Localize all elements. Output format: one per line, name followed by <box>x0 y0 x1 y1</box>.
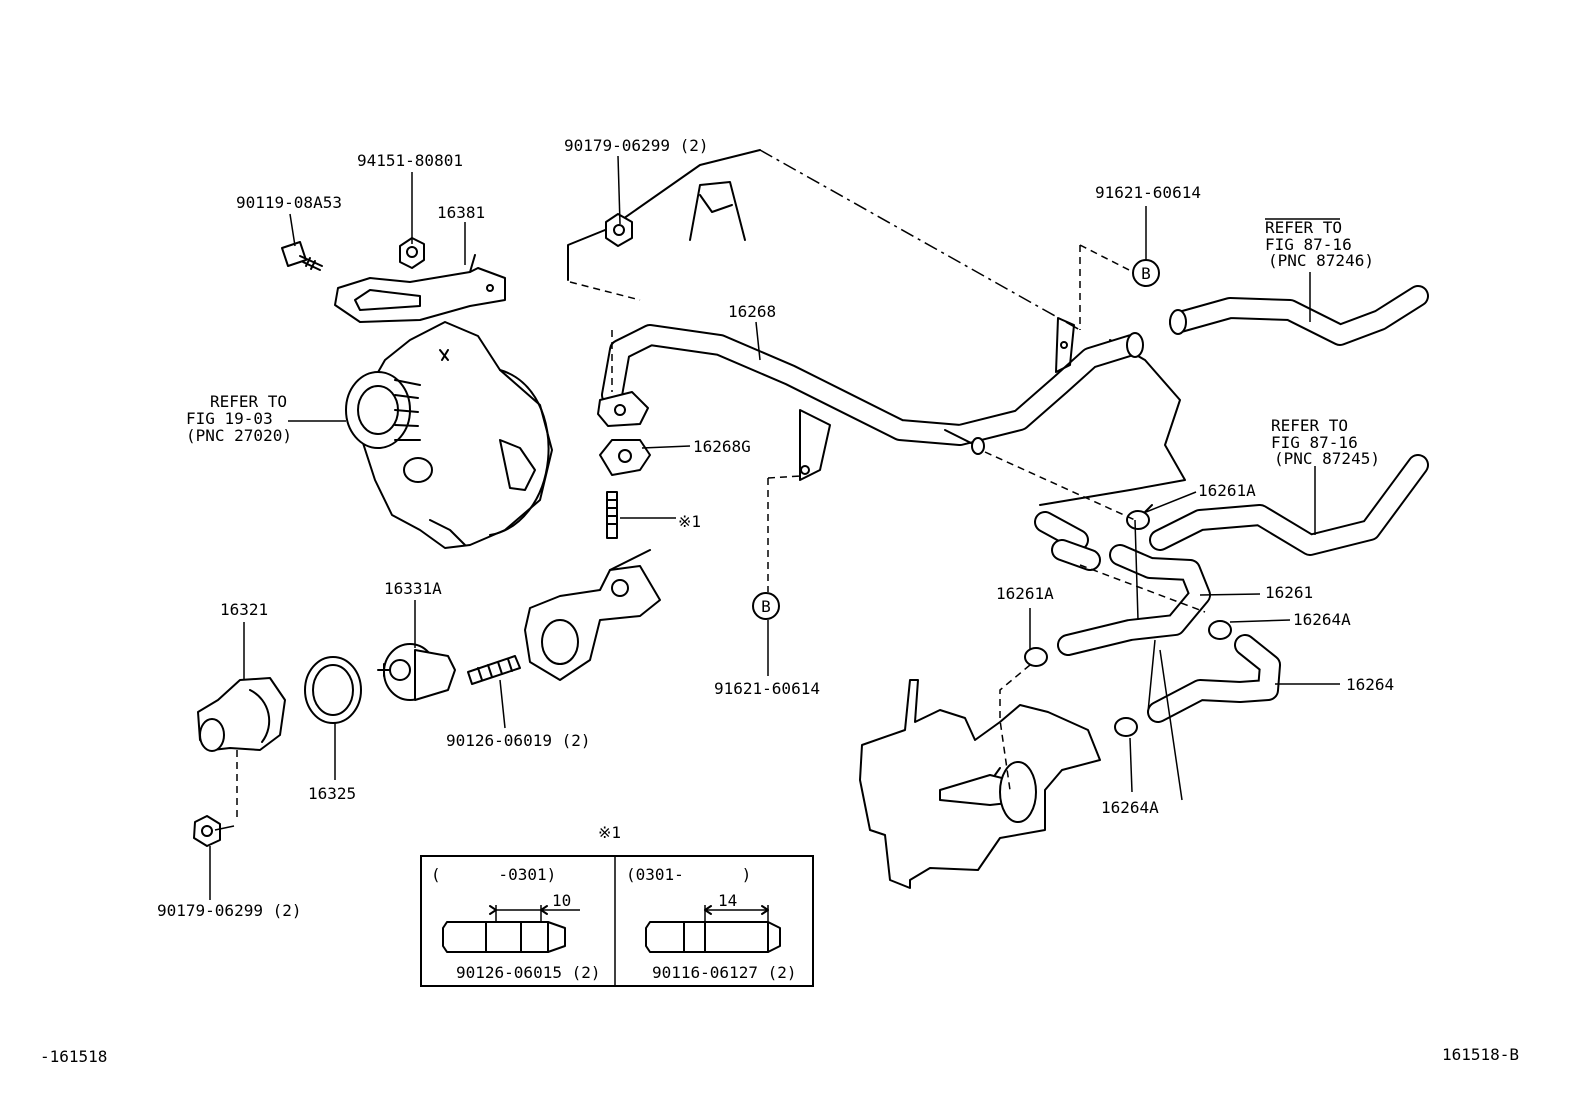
ref-hose-mid-line3: (PNC 87245) <box>1274 449 1380 468</box>
label-90179-06299-top: 90179-06299 (2) <box>564 136 709 155</box>
label-91621-60614-bottom: 91621-60614 <box>714 679 820 698</box>
ref-hose-top-line3: (PNC 87246) <box>1268 251 1374 270</box>
clamp-16261A-top <box>1126 504 1153 530</box>
ref-hose-mid-line2: FIG 87-16 <box>1271 433 1358 452</box>
note-box-right-range: (0301- ) <box>626 865 751 884</box>
footer-left-code: -161518 <box>40 1047 107 1066</box>
ref-hose-top-line1: REFER TO <box>1265 218 1342 237</box>
marker-b-top-label: B <box>1141 264 1151 283</box>
pipe-16268 <box>597 317 1144 481</box>
label-91621-60614-top: 91621-60614 <box>1095 183 1201 202</box>
clamp-16264A-bottom <box>1114 717 1138 737</box>
bracket-16381 <box>334 254 506 323</box>
ref-hose-top: REFER TO FIG 87-16 (PNC 87246) <box>1265 218 1374 270</box>
stud-90126-06015 <box>442 921 566 953</box>
label-16261: 16261 <box>1265 583 1313 602</box>
stud-note1 <box>606 491 618 539</box>
label-16261A-top: 16261A <box>1198 481 1256 500</box>
ref-alternator: REFER TO FIG 19-03 (PNC 27020) <box>186 392 292 445</box>
label-16321: 16321 <box>220 600 268 619</box>
hose-87245 <box>1149 454 1429 556</box>
note-box-title: ※1 <box>598 823 621 842</box>
leader-lines <box>209 155 1340 900</box>
label-16264: 16264 <box>1346 675 1394 694</box>
marker-b-top: B <box>1132 259 1160 287</box>
hose-16264 <box>1147 634 1281 723</box>
marker-b-bottom-label: B <box>761 597 771 616</box>
ref-hose-mid-line1: REFER TO <box>1271 416 1348 435</box>
label-16325: 16325 <box>308 784 356 803</box>
hose-87246 <box>1169 285 1429 346</box>
note-box: ※1 ( -0301) 10 90126-06015 (2) (0301- ) … <box>420 823 814 987</box>
footer-right-code: 161518-B <box>1442 1045 1519 1064</box>
nut-90179-top <box>605 213 633 247</box>
ref-alternator-line3: (PNC 27020) <box>186 426 292 445</box>
ref-hose-mid: REFER TO FIG 87-16 (PNC 87245) <box>1271 416 1380 468</box>
water-outlet-housing <box>524 549 661 681</box>
label-94151-80801: 94151-80801 <box>357 151 463 170</box>
label-note1-leader: ※1 <box>678 512 701 531</box>
stud-90116-06127 <box>645 921 781 953</box>
bolt-90119-08A53 <box>281 241 323 271</box>
nut-90179-bottom <box>193 815 221 847</box>
label-16264A-right: 16264A <box>1293 610 1351 629</box>
note-box-right-part: 90116-06127 (2) <box>652 963 797 982</box>
label-90126-06019: 90126-06019 (2) <box>446 731 591 750</box>
label-16261A-left: 16261A <box>996 584 1054 603</box>
label-16268: 16268 <box>728 302 776 321</box>
ref-alternator-line2: FIG 19-03 <box>186 409 273 428</box>
alternator <box>345 321 553 549</box>
note-box-left-part: 90126-06015 (2) <box>456 963 601 982</box>
marker-b-bottom: B <box>752 592 780 620</box>
note-box-right-dim: 14 <box>718 891 737 910</box>
stud-90126-06019 <box>467 655 521 685</box>
ref-hose-top-line2: FIG 87-16 <box>1265 235 1352 254</box>
label-90179-06299-bottom: 90179-06299 (2) <box>157 901 302 920</box>
label-16381: 16381 <box>437 203 485 222</box>
label-16331A: 16331A <box>384 579 442 598</box>
gasket-16325 <box>304 656 362 724</box>
clamp-16261A-left <box>1024 647 1048 667</box>
label-16268G: 16268G <box>693 437 751 456</box>
note-box-left-dim: 10 <box>552 891 571 910</box>
ref-alternator-line1: REFER TO <box>210 392 287 411</box>
label-90119-08A53: 90119-08A53 <box>236 193 342 212</box>
thermostat-16331A <box>377 643 456 701</box>
note-box-left-range: ( -0301) <box>431 865 556 884</box>
engine-block <box>859 679 1101 889</box>
label-16264A-bottom: 16264A <box>1101 798 1159 817</box>
clamp-16264A-right <box>1208 620 1232 640</box>
water-inlet-16321 <box>197 677 286 752</box>
gasket-16268G <box>599 439 651 476</box>
